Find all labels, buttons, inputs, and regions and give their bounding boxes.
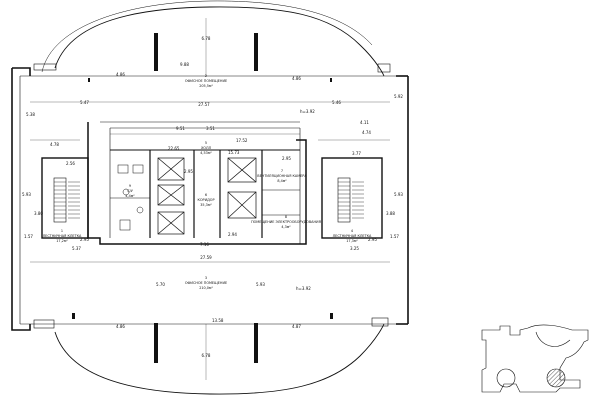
dim-bottom-left-sub: 5.37 (72, 246, 81, 251)
dim-side-right2: 3.88 (386, 211, 395, 216)
dim-top-right-h: 5.46 (332, 100, 341, 105)
dim-arc-bottom: 6.78 (202, 353, 211, 358)
dim-top-left-width: 4.86 (116, 72, 125, 77)
room-name-office-top: ОФИСНОЕ ПОМЕЩЕНИЕ (185, 79, 227, 83)
columns (72, 33, 333, 363)
dim-bottom-right-w: 4.87 (292, 324, 301, 329)
labels: 2 ОФИСНОЕ ПОМЕЩЕНИЕ 205,5м² 3 ОФИСНОЕ ПО… (22, 36, 403, 358)
room-num-office-bottom: 3 (205, 276, 207, 280)
dim-stair-right-w: 3.77 (352, 151, 361, 156)
room-num-corridor: 6 (205, 193, 207, 197)
dim-corr-right2: 4.74 (362, 130, 371, 135)
dim-top-span: 27.57 (198, 102, 210, 107)
perimeter-walls (11, 63, 409, 331)
dim-stair-left-bottom: 2.95 (80, 237, 89, 242)
room-area-sanitary: 4,4м² (125, 194, 135, 198)
dim-bottom-span: 27.59 (200, 255, 212, 260)
dim-arc-top: 6.78 (202, 36, 211, 41)
room-num-stair-right: 4 (351, 229, 353, 233)
dim-corr-top: 3.51 (206, 126, 215, 131)
stair-right (321, 157, 383, 239)
elevator-shafts (157, 157, 257, 235)
room-num-stair-left: 1 (61, 229, 63, 233)
dim-mid-left: 4.78 (50, 142, 59, 147)
dim-stair-left-w: 2.56 (66, 161, 75, 166)
dim-bottom-right-sub: 3.25 (350, 246, 359, 251)
room-num-hall: 5 (205, 141, 207, 145)
dim-low-center: 13.58 (212, 318, 224, 323)
room-name-stair-right: ЛЕСТНИЧНАЯ КЛЕТКА (333, 234, 372, 238)
room-area-equip: 4,3м² (281, 225, 291, 229)
room-area-vent: 8,4м² (277, 179, 287, 183)
room-num-vent: 7 (281, 169, 283, 173)
room-num-equip: 8 (285, 215, 287, 219)
room-num-sanitary: 9 (129, 184, 131, 188)
room-name-equip: ПОМЕЩЕНИЕ ЭЛЕКТРООБОРУДОВАНИЯ (251, 220, 322, 224)
dim-top-left-h: 5.47 (80, 100, 89, 105)
room-area-office-bottom: 210,0м² (199, 286, 213, 290)
room-area-office-top: 205,5м² (199, 84, 213, 88)
core-walls (87, 121, 307, 245)
room-name-sanitary: С/У (127, 189, 134, 193)
dim-mid-right: 2.95 (282, 156, 291, 161)
dim-core-span: 9.51 (176, 126, 185, 131)
dim-bottom-small: 1.57 (24, 234, 33, 239)
dim-side-right: 5.93 (394, 192, 403, 197)
room-name-corridor: КОРИДОР (197, 198, 214, 202)
room-name-office-bottom: ОФИСНОЕ ПОМЕЩЕНИЕ (185, 281, 227, 285)
dim-corr-right: 4.11 (360, 120, 369, 125)
stair-left (41, 157, 89, 239)
dim-stair-right-bottom: 2.95 (368, 237, 377, 242)
room-name-stair-left: ЛЕСТНИЧНАЯ КЛЕТКА (43, 234, 82, 238)
dim-top-right-side: 5.92 (394, 94, 403, 99)
room-area-corridor: 35,3м² (200, 203, 212, 207)
room-area-stair-left: 17,2м² (56, 239, 68, 243)
room-name-hall: ХОЛЛ (201, 146, 212, 150)
dim-bottom-small2: 1.57 (390, 234, 399, 239)
dim-corr-bottom: 2.94 (228, 232, 237, 237)
sanitary-fixtures (117, 164, 144, 231)
dim-elev: 2.95 (184, 169, 193, 174)
dim-bottom-left-w: 4.86 (116, 324, 125, 329)
dim-top-right-width: 4.86 (292, 76, 301, 81)
height-top: h=3.92 (300, 109, 315, 114)
height-bottom: h=3.92 (296, 286, 311, 291)
dim-hall-w2: 15.73 (228, 150, 240, 155)
room-num-office-top: 2 (205, 74, 207, 78)
dim-hall-w: 22.65 (168, 146, 180, 151)
dim-side-left: 5.93 (22, 192, 31, 197)
dim-bottom-center-c: 7.16 (200, 242, 209, 247)
dim-side-left2: 3.80 (34, 211, 43, 216)
dim-core-right: 17.52 (236, 138, 248, 143)
dimension-lines (30, 18, 390, 380)
dim-bottom-center-a: 5.70 (156, 282, 165, 287)
room-area-stair-right: 17,3м² (346, 239, 358, 243)
dim-top-left-col: 9.88 (180, 62, 189, 67)
room-name-vent: ВЕНТИЛЯЦИОННАЯ КАМЕРА (257, 174, 307, 178)
room-area-hall: 4,53м² (200, 151, 212, 155)
key-plan (481, 324, 589, 393)
dim-bottom-center-b: 5.93 (256, 282, 265, 287)
dim-top-left-side: 5.38 (26, 112, 35, 117)
